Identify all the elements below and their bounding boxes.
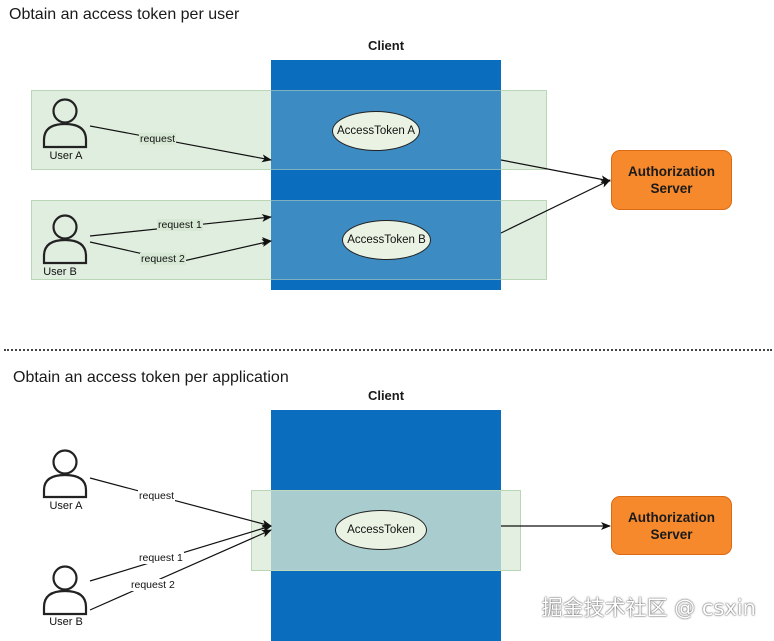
bottom-edge-label-request: request xyxy=(138,490,176,502)
top-client-title: Client xyxy=(367,38,405,53)
bottom-edge-label-request-1: request 1 xyxy=(138,552,184,564)
top-token-b: AccessToken B xyxy=(342,220,431,260)
top-edge-label-request-2: request 2 xyxy=(140,253,186,265)
bottom-client-title: Client xyxy=(367,388,405,403)
top-authorization-server: Authorization Server xyxy=(611,150,732,210)
top-user-b-label: User B xyxy=(43,266,77,278)
top-edge-label-request: request xyxy=(139,133,177,145)
bottom-token: AccessToken xyxy=(335,510,427,550)
top-token-a: AccessToken A xyxy=(332,111,420,151)
bottom-lane-application-overlay xyxy=(271,490,501,571)
watermark: 掘金技术社区 @ csxin xyxy=(541,596,756,620)
section-divider xyxy=(4,349,772,351)
bottom-heading: Obtain an access token per application xyxy=(13,369,289,386)
bottom-user-b-icon xyxy=(42,565,88,616)
bottom-arrow-user-a-request xyxy=(89,477,272,528)
bottom-edge-label-request-2: request 2 xyxy=(130,579,176,591)
top-user-a-label: User A xyxy=(49,150,83,162)
bottom-user-b-label: User B xyxy=(49,616,83,628)
top-edge-label-request-1: request 1 xyxy=(157,219,203,231)
bottom-arrow-user-b-request-2 xyxy=(89,529,272,611)
bottom-user-a-icon xyxy=(42,449,88,499)
bottom-user-a-label: User A xyxy=(49,500,83,512)
bottom-authorization-server: Authorization Server xyxy=(611,496,732,555)
top-heading: Obtain an access token per user xyxy=(9,6,240,23)
